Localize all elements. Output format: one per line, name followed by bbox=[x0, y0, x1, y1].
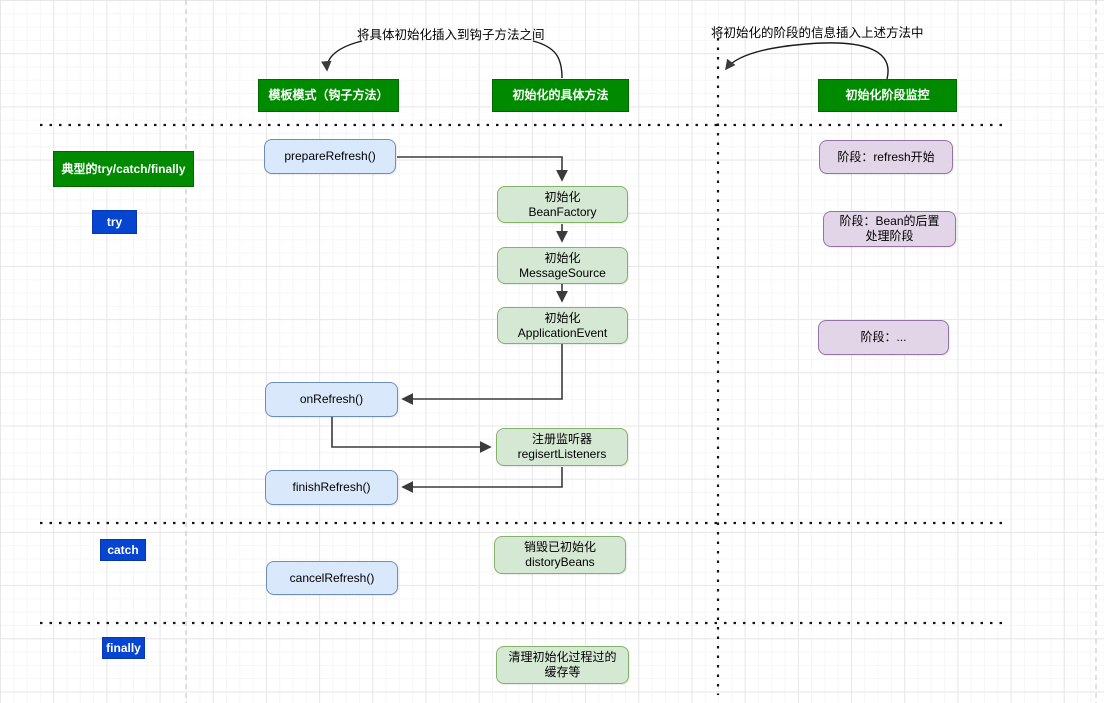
node-cancel-refresh[interactable]: cancelRefresh() bbox=[266, 561, 398, 595]
header-template-mode[interactable]: 模板模式（钩子方法） bbox=[258, 79, 399, 112]
label-try[interactable]: try bbox=[92, 210, 137, 234]
annotation-hook-note: 将具体初始化插入到钩子方法之间 bbox=[357, 28, 545, 42]
node-phase-refresh-start[interactable]: 阶段：refresh开始 bbox=[819, 140, 953, 174]
node-phase-ellipsis[interactable]: 阶段：... bbox=[818, 320, 949, 355]
header-phase-monitor[interactable]: 初始化阶段监控 bbox=[818, 79, 957, 112]
node-finish-refresh[interactable]: finishRefresh() bbox=[265, 470, 398, 505]
label-finally[interactable]: finally bbox=[102, 637, 145, 659]
node-destroy-beans[interactable]: 销毁已初始化 distoryBeans bbox=[494, 536, 626, 574]
flow-arrows bbox=[331, 156, 568, 493]
node-prepare-refresh[interactable]: prepareRefresh() bbox=[264, 139, 396, 174]
label-catch[interactable]: catch bbox=[100, 539, 146, 561]
annotation-arrows bbox=[321, 40, 889, 80]
node-init-application-event[interactable]: 初始化 ApplicationEvent bbox=[497, 307, 628, 344]
header-init-methods[interactable]: 初始化的具体方法 bbox=[492, 79, 629, 112]
annotation-phase-note: 将初始化的阶段的信息插入上述方法中 bbox=[711, 26, 924, 40]
node-on-refresh[interactable]: onRefresh() bbox=[265, 382, 398, 417]
node-init-message-source[interactable]: 初始化 MessageSource bbox=[497, 247, 628, 284]
node-phase-bean-post-process[interactable]: 阶段：Bean的后置 处理阶段 bbox=[823, 211, 956, 247]
section-divider-lines bbox=[40, 38, 1002, 695]
node-register-listeners[interactable]: 注册监听器 regisertListeners bbox=[496, 428, 628, 466]
node-init-bean-factory[interactable]: 初始化 BeanFactory bbox=[497, 186, 628, 223]
node-clean-cache[interactable]: 清理初始化过程过的 缓存等 bbox=[496, 646, 629, 684]
label-typical-try-catch-finally[interactable]: 典型的try/catch/finally bbox=[53, 151, 194, 187]
page-boundary-lines bbox=[185, 0, 1097, 703]
